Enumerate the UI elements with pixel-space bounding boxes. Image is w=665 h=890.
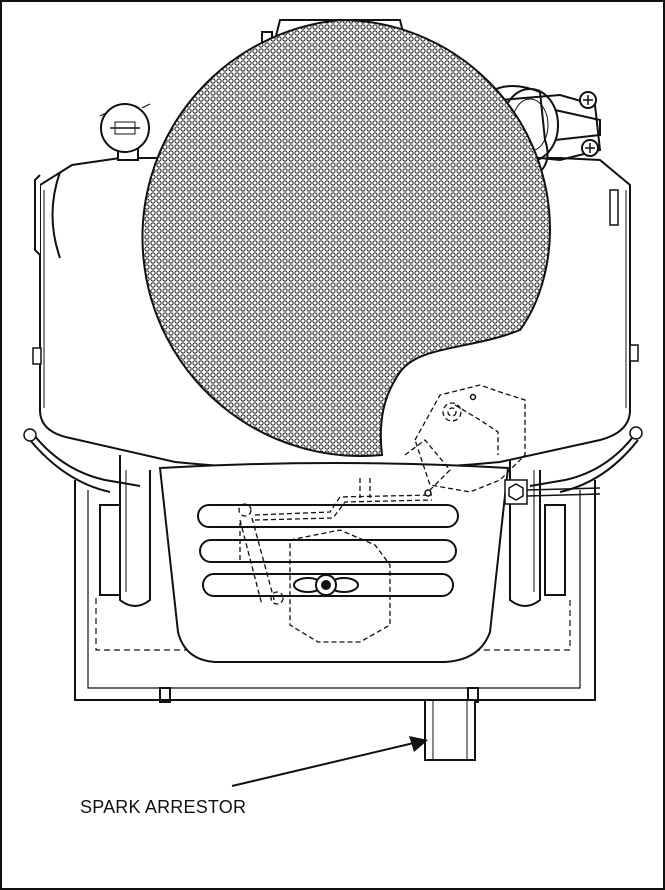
hidden-linkage bbox=[238, 384, 526, 643]
left-cylinder bbox=[34, 171, 61, 259]
spark-arrestor bbox=[424, 699, 476, 761]
spark-arrestor-leader bbox=[231, 736, 428, 787]
side-bolts bbox=[23, 344, 643, 442]
engine-base bbox=[74, 480, 596, 703]
wing-nut-icon bbox=[293, 574, 359, 596]
throttle-hardware bbox=[424, 393, 601, 505]
fuel-cap bbox=[99, 103, 151, 161]
control-cover bbox=[158, 462, 510, 663]
spark-arrestor-label: SPARK ARRESTOR bbox=[80, 797, 247, 817]
